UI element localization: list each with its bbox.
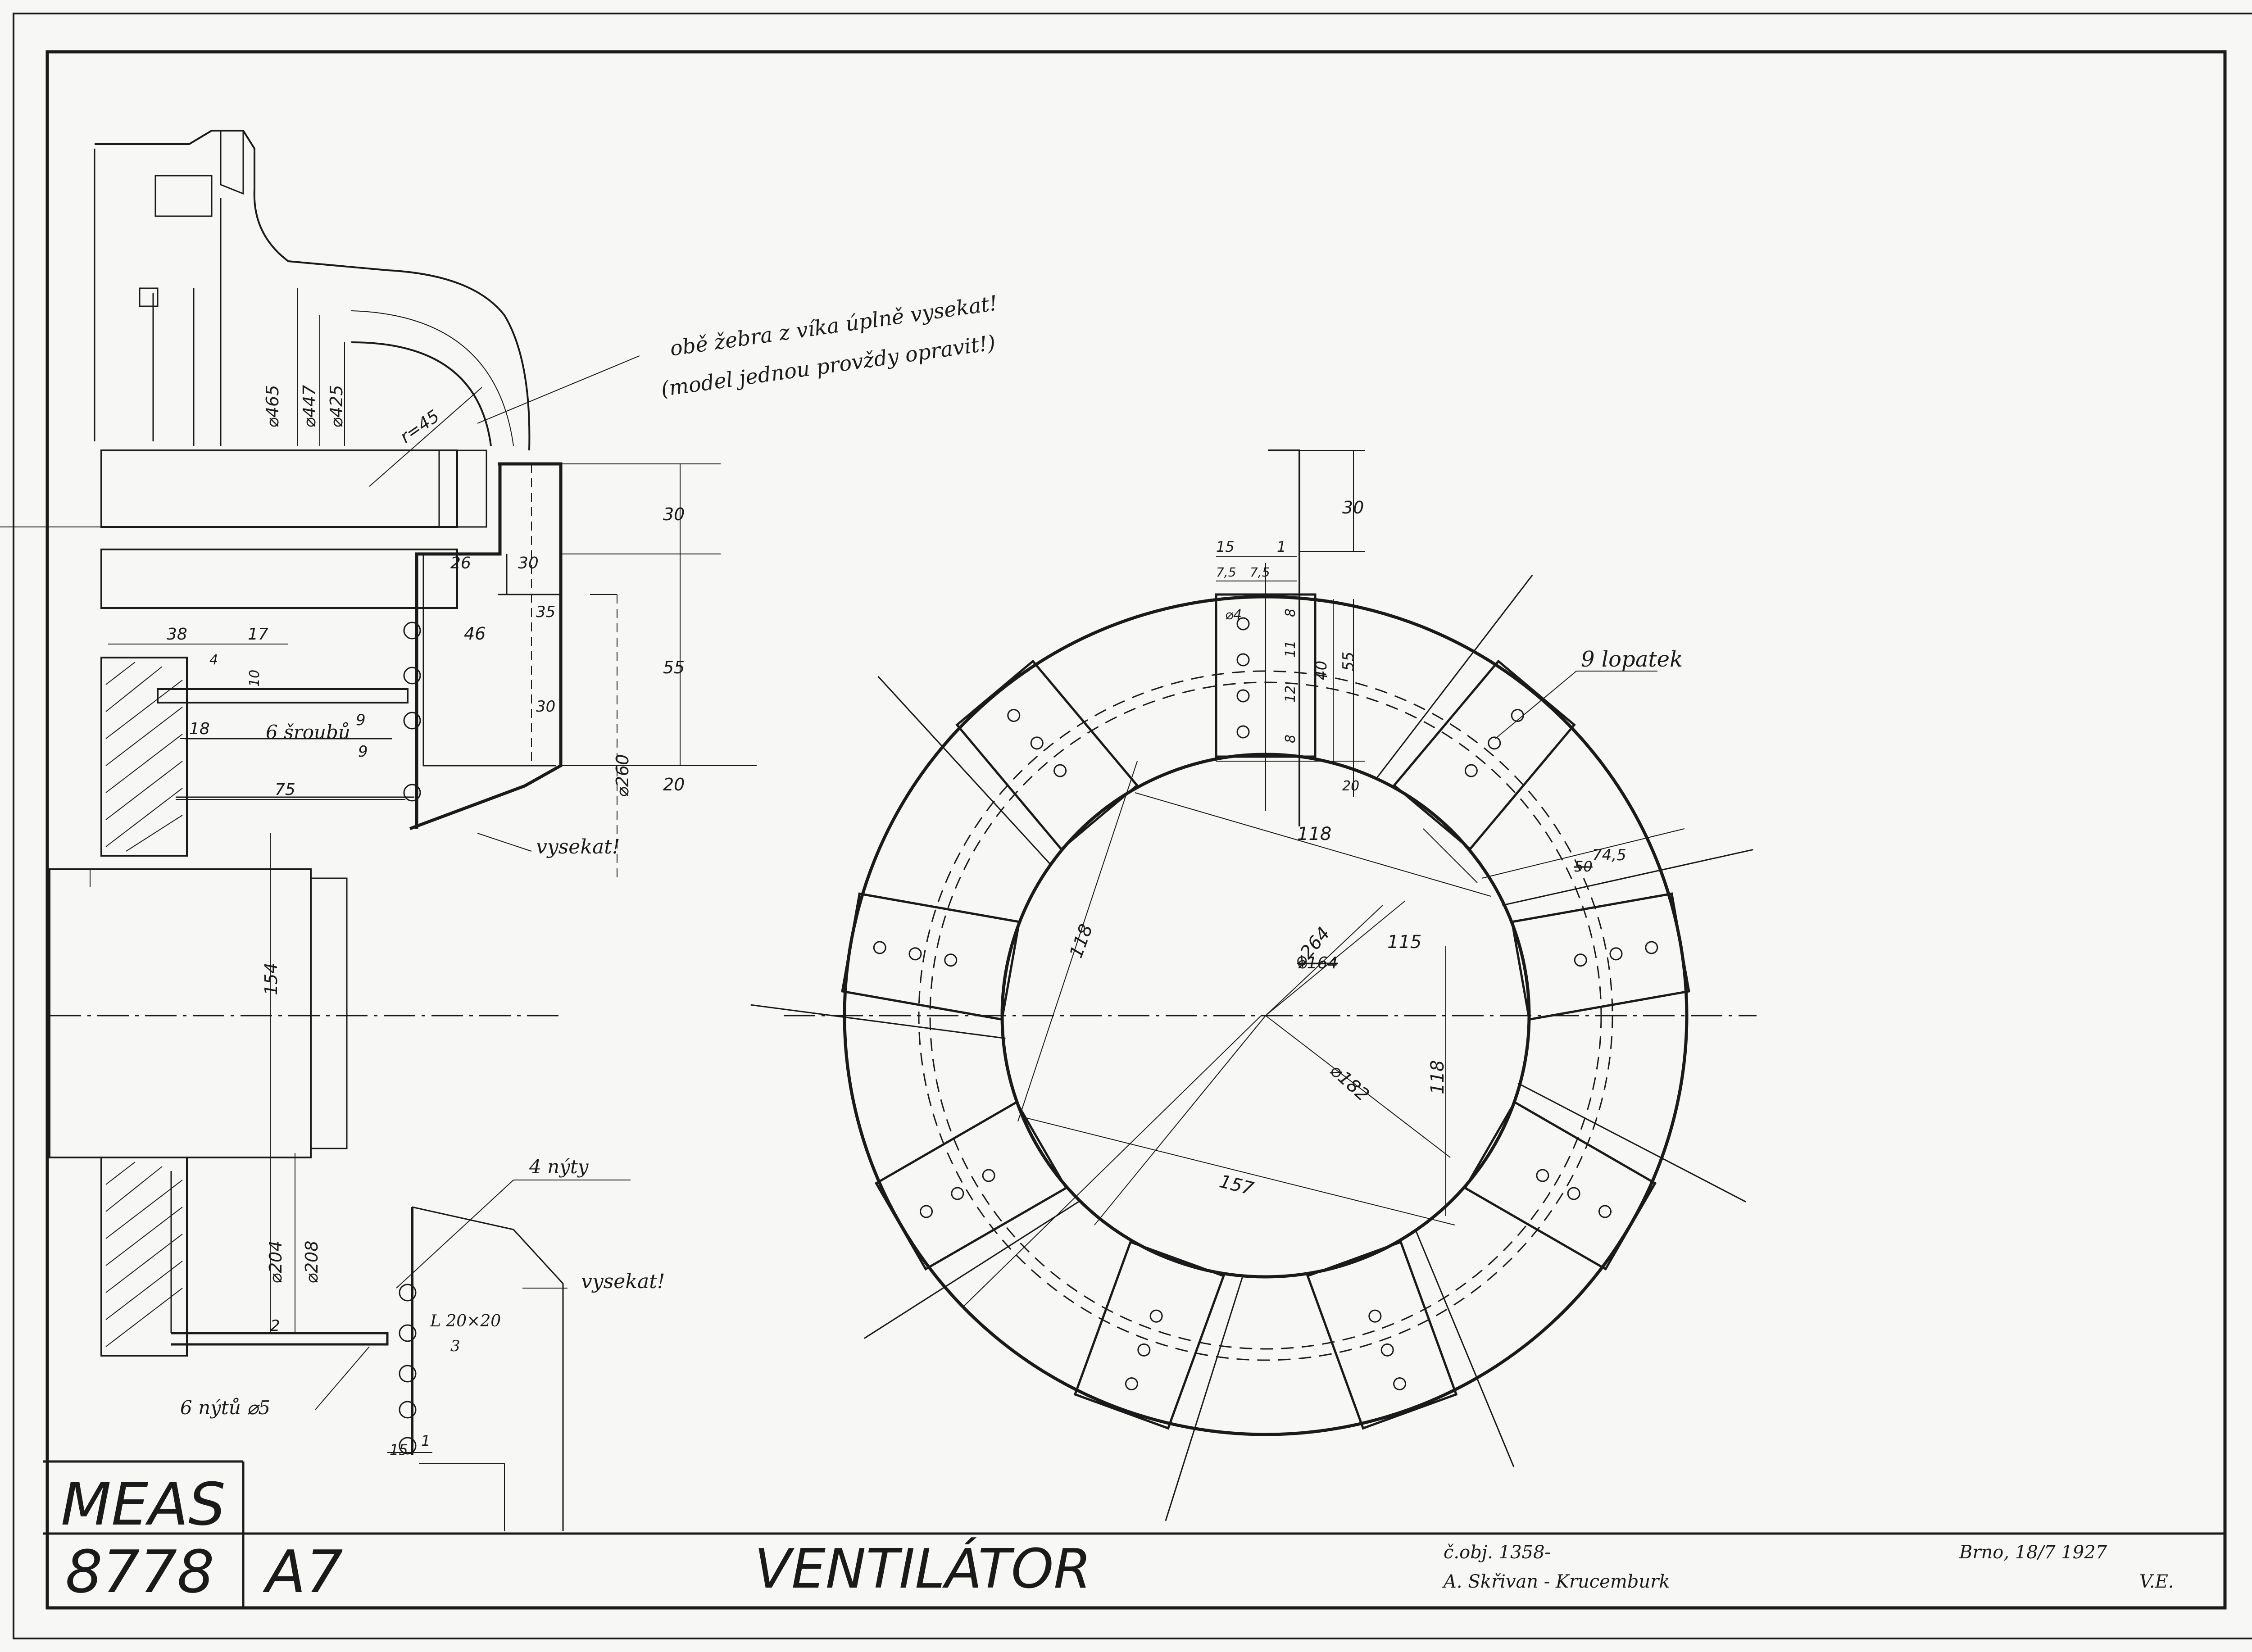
dim-r118a: 118: [1297, 824, 1331, 844]
dim-n15a: 15: [390, 1441, 408, 1458]
blade: [877, 659, 1139, 867]
dim-n35: 35: [536, 603, 555, 621]
dim-box154: 154: [261, 962, 281, 995]
drawing-title: VENTILÁTOR: [754, 1538, 1091, 1601]
shaft: [49, 868, 312, 1158]
dim-d425: ⌀425: [327, 385, 346, 428]
dim-s8a: 8: [1283, 608, 1299, 617]
dim-n17: 17: [248, 625, 268, 644]
dim-s11: 11: [1283, 640, 1299, 658]
blade: [1502, 849, 1753, 1021]
company-name: MEAS: [61, 1470, 226, 1539]
dim-n1a: 1: [421, 1432, 430, 1449]
dim-box20: 20: [663, 775, 685, 794]
blade: [1073, 1240, 1244, 1521]
blade: [1215, 593, 1317, 758]
dim-d164: ⌀164: [1297, 954, 1338, 972]
dim-d208: ⌀208: [302, 1241, 322, 1284]
hub-housing: [100, 657, 188, 857]
dim-box55: 55: [663, 658, 685, 677]
dim-n18: 18: [189, 720, 210, 738]
ring-view: [750, 449, 1757, 1521]
drawing-number: 8778: [65, 1538, 214, 1606]
dim-box26: 26: [450, 554, 471, 572]
blade: [750, 892, 1021, 1039]
ring-outer-circle: [843, 595, 1689, 1436]
dim-n4: 4: [209, 652, 218, 668]
rivet-heads: [399, 622, 421, 1455]
dim-top30: 30: [1342, 498, 1364, 517]
dim-n10: 10: [247, 670, 263, 687]
note-cut-out-2: vysekat!: [581, 1270, 665, 1293]
dim-n30: 30: [536, 698, 555, 716]
hub-housing-lower: [100, 1157, 188, 1357]
rivet-circle-a: [929, 681, 1602, 1350]
dim-d465: ⌀465: [263, 385, 282, 428]
dim-n75: 75: [275, 781, 295, 799]
blade: [864, 1100, 1081, 1339]
order-number: č.obj. 1358-: [1444, 1542, 1551, 1563]
dim-s12: 12: [1283, 685, 1299, 703]
hatching: [105, 662, 183, 852]
dim-s20: 20: [1342, 778, 1359, 794]
note-angle-a: L 20×20: [430, 1312, 501, 1330]
initials: V.E.: [2139, 1571, 2174, 1592]
shroud: [409, 462, 563, 831]
note-cut-out-1: vysekat!: [536, 835, 620, 858]
dim-n9a: 9: [356, 711, 366, 729]
hub-upper: [100, 449, 458, 528]
dim-n2: 2: [270, 1317, 280, 1335]
place-date: Brno, 18/7 1927: [1959, 1542, 2107, 1563]
note-rivets-4: 4 nýty: [529, 1156, 589, 1178]
drawing-frame: [45, 50, 2227, 1610]
annotations: obě žebra z víka úplně vysekat! (model j…: [180, 290, 1683, 1419]
blade: [1306, 1229, 1515, 1467]
blade: [1463, 1082, 1746, 1271]
casing-outline: [95, 130, 531, 451]
dim-d447: ⌀447: [300, 385, 319, 428]
dim-box46: 46: [464, 624, 486, 644]
dim-n50: 50: [1574, 858, 1593, 875]
dim-top75a: 7,5: [1216, 565, 1236, 580]
note-screws: 6 šroubů: [266, 721, 350, 743]
blade: [1375, 574, 1576, 851]
rivet-circle-b: [918, 670, 1613, 1361]
note-angle-b: 3: [450, 1337, 460, 1355]
dim-box115: 115: [1387, 932, 1421, 953]
blade-detail-outline: [1268, 449, 1300, 826]
note-blades: 9 lopatek: [1581, 647, 1683, 672]
blade-array: [750, 574, 1753, 1521]
section-view: [0, 130, 757, 1531]
dim-top1: 1: [1277, 538, 1286, 555]
lower-shroud: [412, 1206, 564, 1531]
dim-box30a: 30: [663, 504, 685, 524]
customer-name: A. Skřivan - Krucemburk: [1442, 1571, 1670, 1592]
dim-r118c: 118: [1427, 1060, 1448, 1094]
dim-top75b: 7,5: [1250, 565, 1270, 580]
dim-d204: ⌀204: [266, 1241, 286, 1284]
dim-n38: 38: [167, 625, 187, 644]
dim-top15: 15: [1216, 538, 1235, 555]
dim-r45: r=45: [396, 406, 443, 447]
dimension-labels: ⌀465 ⌀447 ⌀425 r=45 30 55 20 26 30 46 35…: [167, 385, 1626, 1458]
dim-box745: 74,5: [1592, 846, 1626, 864]
dim-s55: 55: [1339, 652, 1358, 671]
note-rivets-6: 6 nýtů ⌀5: [180, 1397, 270, 1419]
dim-s4: ⌀4: [1225, 607, 1242, 623]
hatching-lower: [105, 1162, 183, 1347]
dim-r118b: 118: [1066, 921, 1097, 961]
outer-border: [13, 13, 2252, 1639]
dim-n9b: 9: [358, 743, 368, 761]
sheet-format: A7: [263, 1538, 343, 1606]
dim-s40: 40: [1312, 661, 1330, 680]
dim-d182: ⌀182: [1326, 1060, 1373, 1105]
dim-c157: 157: [1217, 1171, 1256, 1199]
title-block: MEAS 8778 A7 VENTILÁTOR č.obj. 1358- A. …: [61, 1470, 2174, 1606]
dim-d260: ⌀260: [613, 754, 632, 797]
dim-box30b: 30: [518, 554, 539, 572]
dim-s8b: 8: [1283, 735, 1299, 743]
